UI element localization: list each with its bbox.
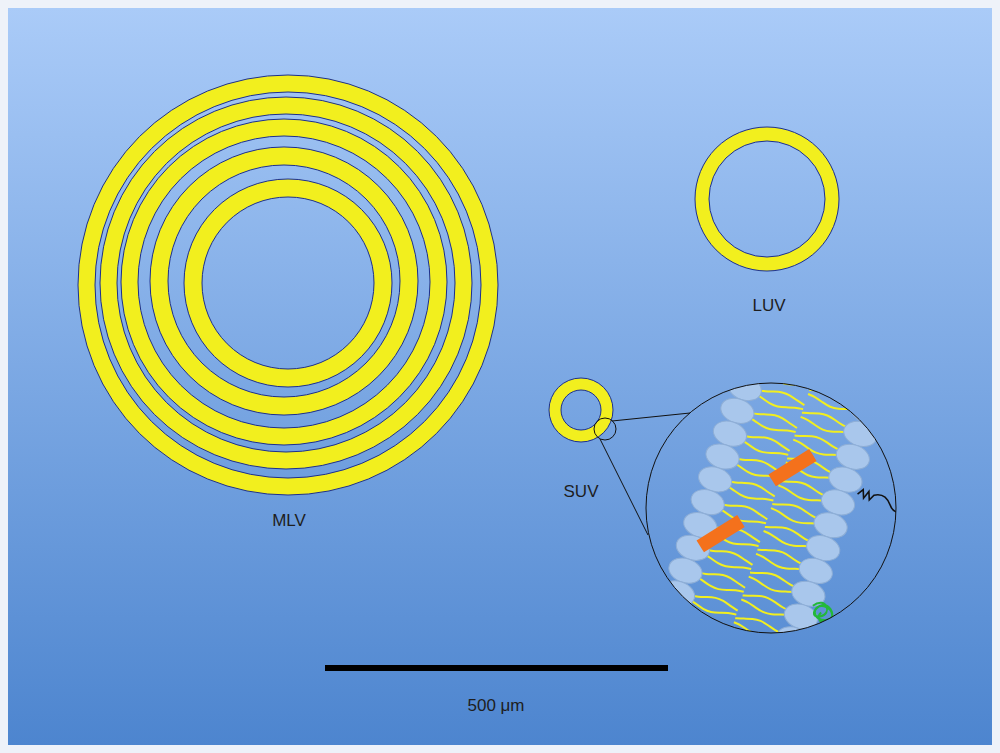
- vesicles: [78, 75, 839, 495]
- lipid-tail: [761, 371, 810, 392]
- lipid-bilayer-ring: [78, 75, 498, 495]
- lipid-tail: [750, 567, 799, 588]
- lipid-tail: [764, 362, 813, 383]
- lipid-tail: [754, 394, 803, 415]
- lipid-tail: [690, 590, 739, 611]
- sterol-rod: [768, 449, 816, 486]
- lipid-tail: [727, 476, 776, 497]
- lipid-tail: [746, 417, 795, 438]
- lipid-tail: [772, 499, 821, 520]
- lipid-tail: [705, 544, 754, 565]
- lipid-tail: [809, 385, 858, 406]
- bilayer: [656, 349, 937, 672]
- lipid-tail: [739, 439, 788, 460]
- scale-label: 500 μm: [467, 696, 524, 716]
- lipid-tail: [724, 485, 773, 506]
- lipid-tail: [698, 567, 747, 588]
- lipid-tail: [754, 554, 803, 575]
- lipid-bilayer-ring: [549, 378, 613, 442]
- lipid-tail: [757, 385, 806, 406]
- lipid-tail: [695, 576, 744, 597]
- bilayer-zoom: [594, 349, 937, 672]
- lipid-tail: [777, 485, 826, 506]
- lipid-tail: [735, 613, 784, 634]
- lipid-tail: [795, 430, 844, 451]
- background: [8, 8, 992, 745]
- lipid-tail: [799, 417, 848, 438]
- vesicle-label: LUV: [752, 296, 785, 316]
- zoom-line: [612, 413, 690, 421]
- lipid-tail: [802, 408, 851, 429]
- vesicle-label: SUV: [564, 482, 599, 502]
- vesicle-label: MLV: [272, 511, 306, 531]
- lipid-tail: [687, 599, 736, 620]
- lipid-tail: [702, 554, 751, 575]
- lipid-tail: [806, 394, 855, 415]
- polymer-chain: [856, 488, 907, 514]
- lipid-bilayer-ring: [184, 179, 392, 387]
- lipid-head: [732, 349, 772, 382]
- lipid-tail: [762, 531, 811, 552]
- lipid-bilayer-ring: [695, 127, 839, 271]
- lipid-tail: [765, 522, 814, 543]
- lipid-tail: [742, 430, 791, 451]
- zoom-circle: [646, 383, 896, 633]
- lipid-bilayer-ring: [121, 119, 447, 445]
- zoom-line: [600, 439, 648, 535]
- lipid-tail: [740, 599, 789, 620]
- sterol-rod: [697, 515, 745, 552]
- lipid-tail: [743, 590, 792, 611]
- lipid-tail: [749, 407, 798, 428]
- lipid-tail: [747, 577, 796, 598]
- lipid-tail: [757, 545, 806, 566]
- lipid-bilayer-ring: [100, 97, 472, 469]
- scale-bar: [325, 665, 668, 671]
- lipid-tail: [769, 508, 818, 529]
- lipid-tail: [720, 499, 769, 520]
- lipid-bilayer-ring: [150, 147, 418, 415]
- bilayer-detail: [656, 349, 937, 672]
